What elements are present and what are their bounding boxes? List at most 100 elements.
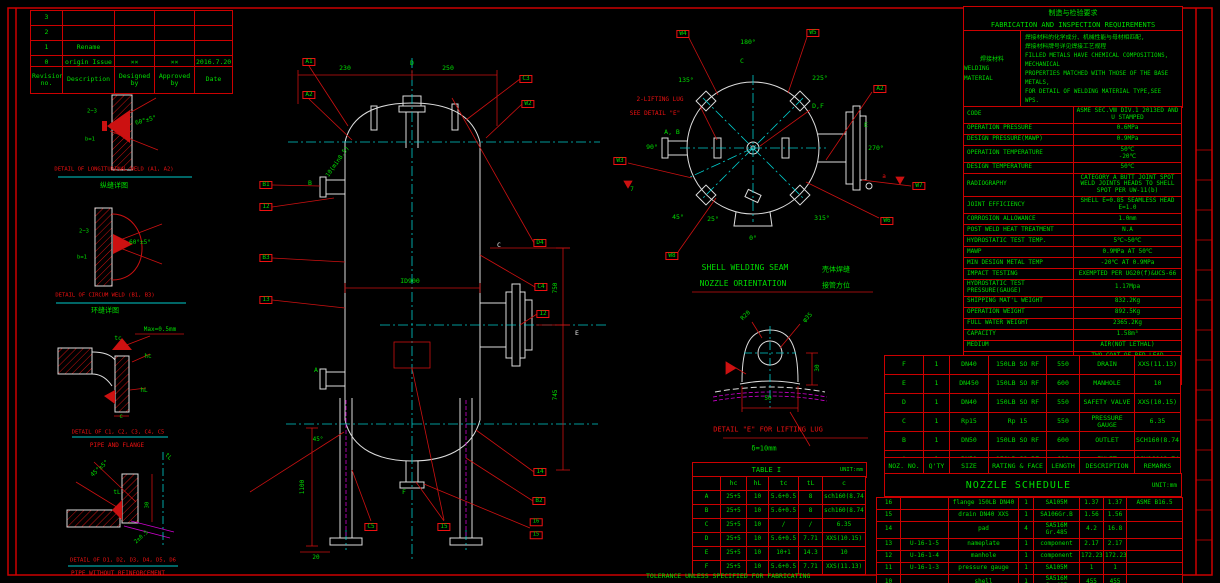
weld-tag-b2: B2: [532, 497, 546, 505]
nozzle-schedule-titlebar: NOZZLE SCHEDULE UNIT:mm: [884, 473, 1182, 497]
dim-hl: hL: [140, 387, 148, 394]
weld-tag-w3: W3: [613, 157, 627, 165]
weld-tag-c3: C3: [519, 75, 533, 83]
table-cell: IMPACT TESTING: [963, 268, 1074, 281]
weld-flag-7: 7: [630, 186, 634, 193]
dim-id900: ID900: [400, 276, 420, 285]
weld-tag-a1: A1: [302, 58, 316, 66]
table-cell: SHELL E=0.85 SEAMLESS HEAD E=1.0: [1073, 196, 1182, 215]
dim-tc: tc: [114, 335, 122, 342]
welding-material-cn: 焊接材料: [979, 55, 1004, 63]
weld-tag-b1: B1: [259, 181, 273, 189]
dim-60deg-2: 60°±5°: [129, 239, 151, 246]
part-tag-15b: 15: [437, 523, 451, 531]
table-cell: Description: [62, 66, 115, 94]
table-cell: Revision no.: [30, 66, 63, 94]
detail4-subtitle: PIPE WITHOUT REINFORCEMENT: [71, 570, 165, 577]
dim-tl: tL: [113, 489, 121, 496]
dim-phi35: φ35: [801, 311, 814, 324]
table-cell: [1126, 509, 1183, 522]
part-tag-14: 14: [533, 468, 547, 476]
dim-20: 20: [312, 554, 320, 561]
part-tag-12b: 12: [536, 310, 550, 318]
dim-hc: hc: [144, 353, 152, 360]
table-cell: 1.56: [1103, 509, 1127, 522]
angle-90: 90°: [646, 142, 658, 151]
dim-max05: Max=0.5mm: [143, 326, 177, 333]
dim-230: 230: [339, 63, 351, 72]
angle-270: 270°: [868, 143, 884, 152]
angle-135: 135°: [678, 75, 694, 84]
table-row: HYDROSTATIC TEST PRESSURE(GAUGE)1.17Mpa: [963, 279, 1182, 297]
part-tag-12: 12: [259, 203, 273, 211]
welding-material-block: 焊接材料 WELDING MATERIAL 焊接材料的化学成分、机械性能与母材相…: [963, 30, 1183, 108]
dim-2tol: 2±0.5: [133, 529, 150, 546]
nozzle-letter-a: A: [314, 365, 318, 374]
dim-1100: 1100: [299, 479, 306, 495]
table-cell: AIR(NOT LETHAL): [1073, 339, 1182, 352]
table1-unit: UNIT:mm: [839, 467, 863, 473]
nozzle-letter-d: D: [410, 58, 414, 67]
detail3-subtitle: PIPE AND FLANGE: [89, 442, 145, 449]
weld-tag-w4: W4: [676, 30, 690, 38]
part-tag-15: 15: [529, 531, 543, 539]
dim-head-thickness: 10(min8.5): [324, 144, 351, 179]
weld-tag-w8: W8: [665, 252, 679, 260]
dim-tl2: tL: [163, 451, 174, 462]
dim-b2: b=1: [77, 254, 87, 261]
detail1-title: DETAIL OF LONGITUDINAL WELD (A1, A2): [54, 166, 174, 173]
table-cell: [1126, 573, 1183, 583]
dim-45deg: 45°: [312, 436, 324, 443]
orient-nozzle-c: C: [740, 56, 744, 65]
dim-r20: R20: [739, 309, 752, 322]
dim-60deg-1: 60°±5°: [134, 114, 158, 127]
table-row: DESIGN PRESSURE(MAWP)0.9MPa: [963, 133, 1182, 146]
detail1-title-cn: 纵缝详图: [100, 181, 128, 190]
table-cell: ASME B16.5: [1126, 497, 1183, 510]
table1-titlebar: TABLE I UNIT:mm: [692, 462, 867, 478]
table-cell: Date: [194, 66, 233, 94]
lug-detail-title: DETAIL "E" FOR LIFTING LUG: [713, 425, 823, 434]
table-row: 2: [30, 25, 233, 41]
weld-symbol-a: a: [882, 173, 886, 180]
welding-material-label: 焊接材料 WELDING MATERIAL: [964, 31, 1021, 107]
table-cell: XXS(11.13): [822, 560, 866, 575]
table-row: HYDROSTATIC TEST TEMP.5℃~50℃: [963, 235, 1182, 248]
table-cell: 15: [876, 509, 901, 522]
dim-250: 250: [442, 63, 454, 72]
see-detail-e-note: SEE DETAIL "E": [629, 110, 681, 117]
weld-tag-c5: C5: [364, 523, 378, 531]
nozzle-schedule-unit: UNIT:mm: [1151, 481, 1177, 489]
dim-gap2: 2~3: [79, 228, 89, 235]
angle-180: 180°: [740, 37, 756, 46]
angle-25: 25°: [707, 214, 719, 223]
orientation-title-cn2: 接管方位: [822, 281, 850, 290]
orientation-title-line1: SHELL WELDING SEAM: [701, 263, 789, 272]
table-cell: Designed by: [114, 66, 155, 94]
table-cell: sch160(8.74): [822, 490, 866, 505]
orientation-title-cn1: 壳体焊缝: [822, 265, 850, 274]
weld-tag-w7: W7: [912, 182, 926, 190]
angle-45: 45°: [672, 212, 684, 221]
table-cell: 0.9MPa: [1073, 133, 1182, 146]
tolerance-note: TOLERANCE UNLESS SPECIFIED FOR FABRICATI…: [646, 572, 811, 580]
dim-c: c: [119, 413, 123, 420]
orient-nozzle-ab: A, B: [664, 127, 680, 136]
table-cell: MEDIUM: [963, 339, 1074, 352]
weld-tag-w6: W6: [880, 217, 894, 225]
